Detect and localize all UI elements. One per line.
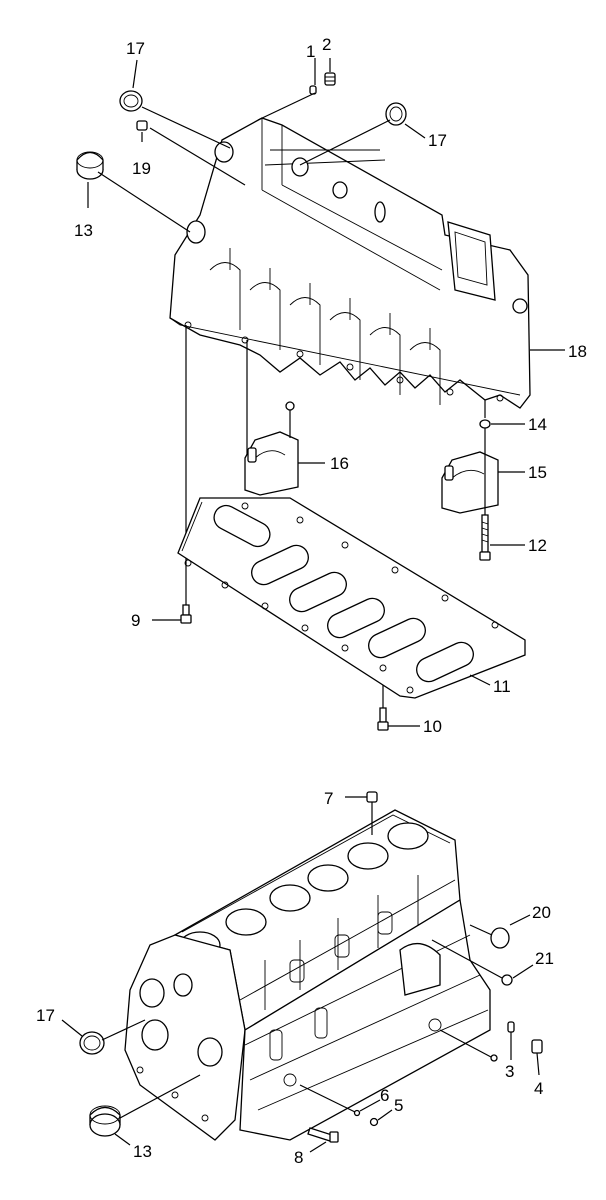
callout-6: 6 (380, 1086, 389, 1105)
part-1-pin (309, 85, 317, 95)
callout-13-lower: 13 (133, 1142, 152, 1161)
callout-4: 4 (534, 1079, 543, 1098)
part-18-bed-plate (169, 117, 531, 409)
callout-7: 7 (324, 789, 333, 808)
part-10-bolt (377, 707, 389, 731)
part-13-sleeve-upper (76, 151, 104, 180)
callout-19: 19 (132, 159, 151, 178)
callout-2: 2 (322, 35, 331, 54)
callout-13-upper: 13 (74, 221, 93, 240)
part-19-plug (136, 120, 148, 131)
part-15-bearing-cap (441, 451, 499, 514)
callout-17-top-right: 17 (428, 131, 447, 150)
callout-3: 3 (505, 1062, 514, 1081)
callout-17-lower: 17 (36, 1006, 55, 1025)
part-3-pin (490, 1021, 515, 1062)
callout-14: 14 (528, 415, 547, 434)
cylinder-block (124, 809, 491, 1141)
upper-crankcase-assembly (76, 58, 565, 731)
part-21-plug (501, 974, 513, 986)
part-17-seal-ring-lower (79, 1031, 105, 1055)
callout-17-top-left: 17 (126, 39, 145, 58)
part-7-bolt (366, 791, 378, 803)
callout-20: 20 (532, 903, 551, 922)
callout-8: 8 (294, 1148, 303, 1167)
part-6-pin (353, 1109, 361, 1117)
part-17-seal-ring-left (119, 90, 143, 112)
part-16-bearing-cap (244, 401, 299, 496)
part-17-seal-ring-right (385, 102, 407, 126)
callout-9: 9 (131, 611, 140, 630)
callout-18: 18 (568, 342, 587, 361)
part-4-plug (531, 1039, 543, 1054)
part-9-bolt (180, 604, 192, 624)
part-20-plug (490, 927, 510, 949)
lower-cylinder-block-assembly (61, 791, 543, 1153)
part-14-washer (479, 419, 491, 429)
callout-21: 21 (535, 949, 554, 968)
callout-1: 1 (306, 42, 315, 61)
callout-12: 12 (528, 536, 547, 555)
callout-5: 5 (394, 1096, 403, 1115)
part-11-gasket (177, 497, 526, 699)
part-8-bolt (307, 1127, 339, 1143)
callout-10: 10 (423, 717, 442, 736)
callout-16: 16 (330, 454, 349, 473)
part-2-plug (324, 72, 336, 86)
callout-labels: 1 2 17 17 19 13 18 14 16 15 12 9 11 10 7… (36, 35, 587, 1167)
callout-15: 15 (528, 463, 547, 482)
callout-11: 11 (493, 677, 511, 696)
part-13-sleeve-lower (89, 1105, 121, 1137)
part-12-bolt (479, 514, 491, 561)
part-5-screw (369, 1117, 379, 1127)
